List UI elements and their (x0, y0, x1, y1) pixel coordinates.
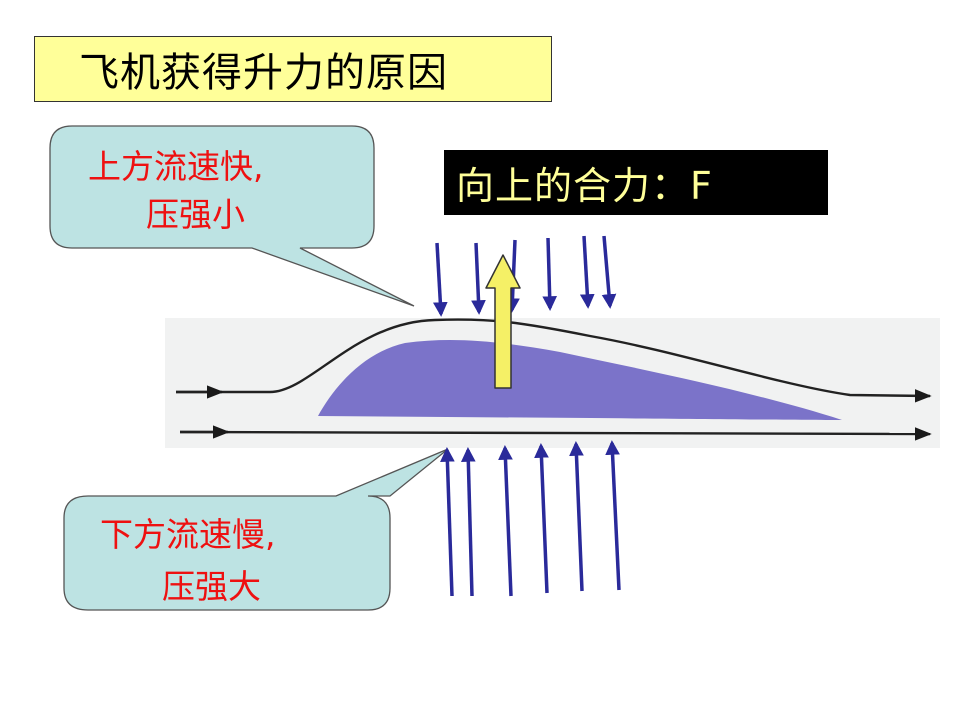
arrow-down-icon (433, 242, 448, 317)
resultant-force-label: 向上的合力：F (444, 150, 828, 215)
upper-streamline (176, 318, 932, 403)
arrow-up-icon (605, 440, 621, 591)
arrow-down-icon (579, 235, 595, 309)
lower-callout-bubble (63, 448, 449, 611)
arrow-up-icon (534, 443, 549, 594)
arrow-up-icon (498, 445, 513, 597)
downward-pressure-arrows (433, 235, 617, 317)
arrow-up-icon (569, 441, 584, 592)
arrow-up-icon (460, 447, 476, 597)
lower-callout-line1: 下方流速慢, (100, 515, 276, 554)
lift-arrow-icon (485, 254, 521, 389)
upper-callout-line2: 压强小 (146, 195, 245, 234)
lower-streamline (179, 427, 932, 441)
lower-callout-line2: 压强大 (162, 567, 261, 606)
arrow-down-icon (542, 237, 558, 311)
upper-callout-line1: 上方流速快, (88, 147, 264, 186)
upper-callout-bubble (49, 125, 415, 307)
arrow-up-icon (440, 447, 455, 597)
arrow-down-icon (471, 242, 486, 315)
page-title: 飞机获得升力的原因 (34, 36, 552, 102)
wing-airfoil (318, 339, 842, 420)
upward-pressure-arrows (440, 440, 621, 597)
arrow-down-icon (601, 235, 617, 309)
